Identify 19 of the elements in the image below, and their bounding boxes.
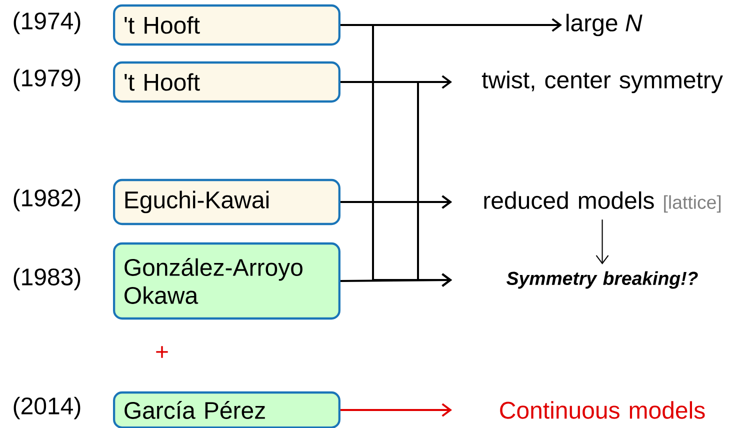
- name-box: González-Arroyo Okawa: [113, 242, 340, 320]
- result-text: Continuous models: [500, 401, 705, 419]
- arrow: [340, 403, 452, 417]
- year-label: (1982): [14, 188, 80, 212]
- arrow: [340, 81, 452, 287]
- year-label: (1974): [14, 12, 80, 34]
- arrow: [596, 220, 609, 264]
- year-label: (2014): [14, 396, 80, 420]
- name-box: Eguchi-Kawai: [113, 178, 340, 226]
- result-text: Symmetry breaking!?: [506, 271, 698, 289]
- name-box: 't Hooft: [113, 4, 340, 46]
- year-label: (1983): [14, 268, 80, 290]
- result-text: twist, center symmetry: [482, 70, 723, 94]
- year-label: (1979): [14, 68, 80, 92]
- name-box: García Pérez: [113, 391, 340, 428]
- plus-sign: +: [156, 346, 168, 358]
- name-box: 't Hooft: [113, 61, 340, 103]
- result-text: large N: [566, 14, 642, 36]
- result-text: reduced models [lattice]: [484, 191, 721, 213]
